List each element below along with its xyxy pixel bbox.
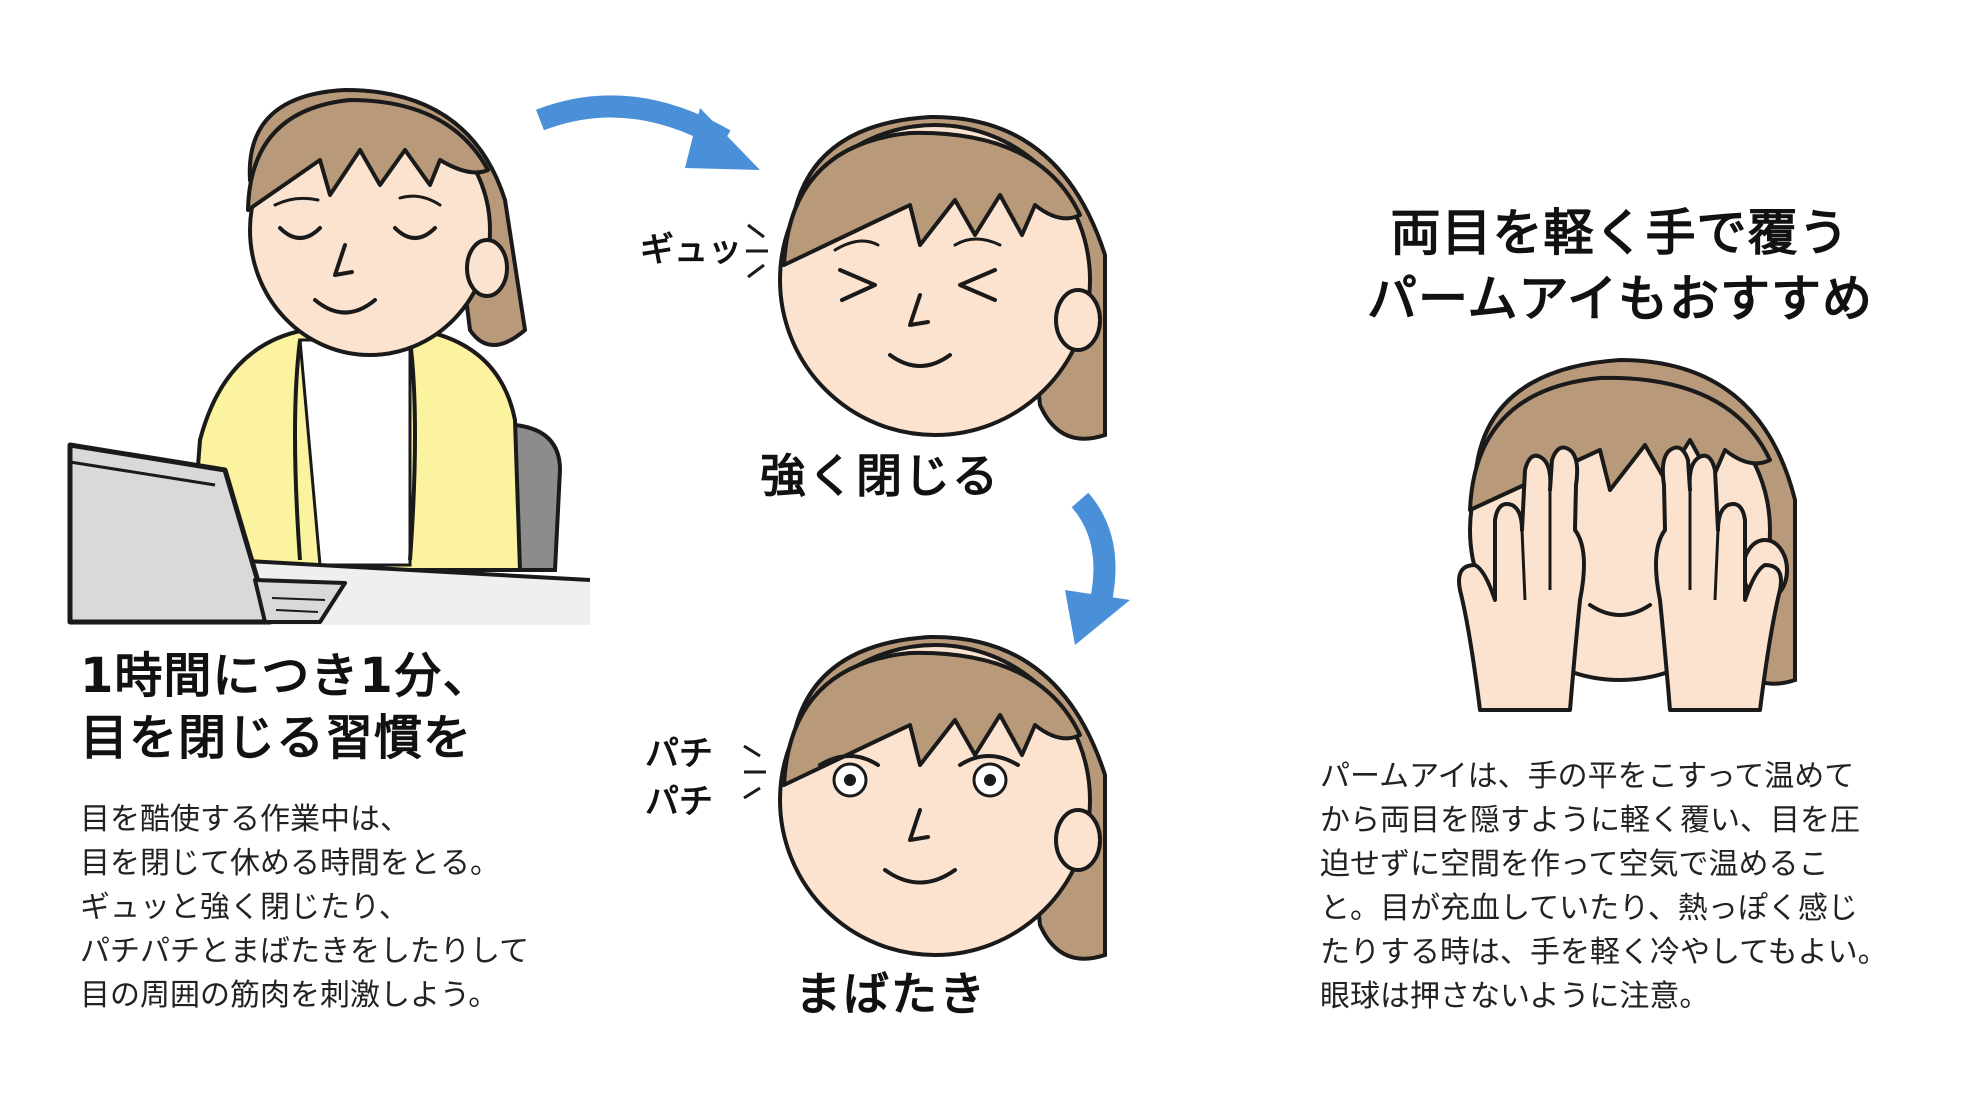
right-body-line-2: から両目を隠すように軽く覆い、目を圧 [1320,803,1860,838]
caption-squeeze: 強く閉じる [760,449,1000,503]
left-body-line-5: 目の周囲の筋肉を刺激しよう。 [80,978,499,1013]
arrow-right-icon [536,95,760,170]
right-body-line-4: と。目が充血していたり、熱っぽく感じ [1320,891,1858,926]
sfx-blink-line-1: パチ [645,734,713,774]
right-body-line-3: 迫せずに空間を作って空気で温めるこ [1320,847,1829,882]
left-body-line-3: ギュッと強く閉じたり、 [80,890,409,925]
sfx-squeeze-label: ギュッ [640,230,742,270]
right-body: パームアイは、手の平をこすって温めて から両目を隠すように軽く覆い、目を圧 迫せ… [1320,755,1888,1019]
sfx-blink-label: パチ パチ [645,730,713,826]
right-heading: 両目を軽く手で覆う パームアイもおすすめ [1340,200,1900,332]
left-body-line-2: 目を閉じて休める時間をとる。 [80,846,500,881]
caption-blink: まばたき [795,967,987,1021]
blinking-face-illustration [778,634,1107,961]
blink-motion-lines [743,744,766,800]
left-body-line-1: 目を酷使する作業中は、 [80,802,410,837]
arrow-down-icon [1065,492,1130,645]
squeezed-eyes-face-illustration [778,114,1107,441]
left-heading-line-1: 1時間につき1分、 [80,648,492,704]
palming-face-illustration [1457,357,1797,712]
left-body-line-4: パチパチとまばたきをしたりして [80,934,530,969]
squeeze-motion-lines [746,223,768,279]
right-body-line-1: パームアイは、手の平をこすって温めて [1320,759,1855,794]
right-heading-line-2: パームアイもおすすめ [1367,270,1873,328]
right-body-line-5: たりする時は、手を軽く冷やしてもよい。 [1320,935,1888,970]
right-heading-line-1: 両目を軽く手で覆う [1390,204,1850,262]
woman-at-laptop-illustration [67,87,591,625]
left-heading-line-2: 目を閉じる習慣を [80,710,473,766]
sfx-blink-line-2: パチ [645,782,713,822]
right-body-line-6: 眼球は押さないように注意。 [1320,979,1710,1014]
left-heading: 1時間につき1分、 目を閉じる習慣を [80,645,492,769]
left-body: 目を酷使する作業中は、 目を閉じて休める時間をとる。 ギュッと強く閉じたり、 パ… [80,798,529,1018]
